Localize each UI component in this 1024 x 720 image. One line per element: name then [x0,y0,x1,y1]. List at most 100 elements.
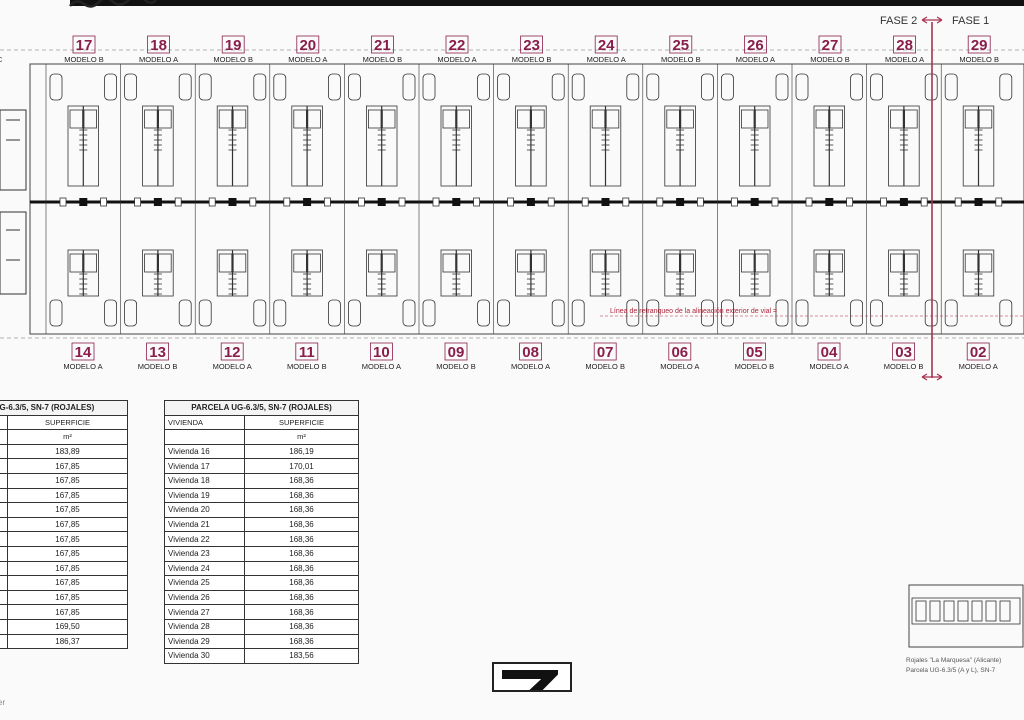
surface-value: 168,36 [244,633,359,650]
lot-number-box [594,35,618,54]
surface-value: 168,36 [244,531,359,547]
lot-number: 18 [150,37,167,54]
lot-number: 14 [75,344,92,361]
surface-value: 168,36 [244,516,359,533]
lot-number-box [445,35,469,54]
lot-number: 20 [299,37,316,54]
table-row: 167,85 [0,502,128,518]
lot-pair-drawing [791,64,863,334]
house-name: Vivienda 24 [164,560,245,577]
footnote-line-2: Parcela UG-6.3/5 (A y L), SN-7 [906,667,996,674]
lot-number: 03 [895,344,912,361]
lot-number: 12 [224,344,241,361]
lot-number: 02 [970,344,987,361]
lot-model: MODELO A [139,55,178,64]
lot-number: 04 [821,344,838,361]
surface-value: 167,85 [7,589,128,606]
surface-value: 167,85 [7,545,128,562]
table-row: 169,50 [0,618,128,635]
lot-number-box [520,35,543,54]
lot-model: MODELO B [735,362,775,371]
lot-model: MODELO A [587,55,626,64]
lot-model: MODELO A [736,55,775,64]
table-row: 167,85 [0,560,128,577]
phase-arrow-top [921,16,943,24]
surface-value: 168,36 [244,472,359,489]
lot-pair-drawing [418,64,491,334]
area-table-left: UG-6.3/5, SN-7 (ROJALES) SUPERFICIE m² 1… [0,400,128,650]
lot-number-box [743,342,766,361]
lot-pair-drawing [45,64,117,334]
logo-mark [502,670,558,690]
lot-pair-drawing [717,64,789,334]
lot-number-box [220,342,244,361]
table-right-col-surface: SUPERFICIE [244,414,359,431]
surface-value: 167,85 [7,502,128,518]
surface-value: 168,36 [244,618,359,635]
surface-value: 170,01 [244,458,359,474]
surface-value: 168,36 [244,589,359,606]
lot-model: MODELO A [362,362,401,371]
table-row: 167,85 [0,589,128,606]
lot-pair-drawing [567,64,640,334]
surface-value: 168,36 [244,560,359,577]
house-name: Vivienda 19 [164,487,245,504]
lot-number: 07 [597,344,614,361]
surface-value: 167,85 [7,472,128,489]
lot-number-box [669,35,693,54]
phase-1-label: FASE 1 [952,15,989,27]
lot-number-box [668,342,692,361]
lot-pair-drawing [493,64,565,334]
left-building-fragment [0,109,27,295]
plot-outline [29,63,1024,335]
lot-number: 28 [896,37,913,54]
lot-pair-drawing [120,64,192,334]
table-right-unit: m² [244,429,359,445]
table-row: 167,85 [0,545,128,562]
lot-model: MODELO B [884,362,924,371]
lot-model: MODELO A [959,362,998,371]
lot-model: D C [0,55,3,64]
surface-value: 167,85 [7,487,128,504]
lot-number-box [370,35,394,54]
lot-pair-drawing [269,64,341,334]
lot-number-box [744,35,767,54]
house-name: Vivienda 20 [164,502,245,518]
phase-arrow-bottom [921,373,943,381]
lot-number: 06 [671,344,688,361]
table-row: 167,85 [0,458,128,474]
table-left-unit: m² [7,429,128,445]
lot-model: MODELO A [213,362,252,371]
lot-model: MODELO A [288,55,327,64]
lot-model: MODELO A [63,362,102,371]
table-row: 167,85 [0,531,128,547]
table-right-title: PARCELA UG-6.3/5, SN-7 (ROJALES) [164,400,359,416]
lot-number: 09 [448,344,465,361]
house-name: Vivienda 28 [164,618,245,635]
surface-value: 186,37 [7,633,128,650]
lot-number-box [72,35,96,54]
lot-number: 05 [746,344,763,361]
house-name: Vivienda 18 [164,472,245,489]
house-name: Vivienda 27 [164,604,245,620]
house-name: Vivienda 29 [164,633,245,650]
lot-number-box [71,342,95,361]
project-footnote: Rojales "La Marquesa" (Alicante) Parcela… [906,656,1024,676]
